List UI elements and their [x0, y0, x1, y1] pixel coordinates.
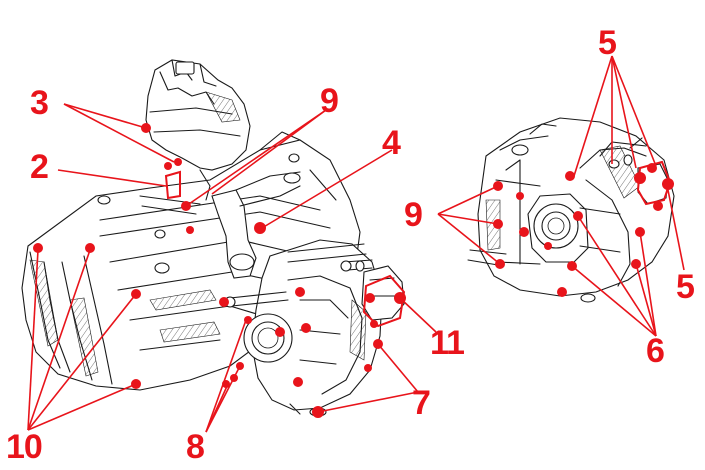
bolt-marker — [516, 192, 524, 200]
leader-line — [571, 265, 657, 337]
leader-line — [185, 109, 327, 207]
bolt-marker — [85, 243, 95, 253]
bolt-marker — [174, 158, 182, 166]
bolt-marker — [662, 178, 674, 190]
main-gearbox-drawing — [21, 59, 405, 417]
bolt-marker — [365, 293, 375, 303]
leader-line — [667, 189, 685, 271]
leader-line — [437, 213, 501, 265]
bolt-marker — [275, 327, 285, 337]
callout-9-left: 9 — [320, 82, 339, 120]
leader-line — [261, 149, 393, 229]
bolt-marker — [33, 243, 43, 253]
leader-line — [399, 297, 437, 333]
bolt-marker — [565, 171, 575, 181]
bolt-marker — [364, 364, 372, 372]
leader-line — [577, 215, 657, 337]
leader-line — [573, 55, 613, 177]
leader-line — [317, 391, 419, 413]
bolt-marker — [544, 242, 552, 250]
leader-line — [63, 103, 175, 163]
callout-8: 8 — [186, 428, 205, 466]
bolt-marker — [557, 287, 567, 297]
leader-line — [437, 213, 499, 225]
bolt-marker — [653, 201, 663, 211]
leader-line — [205, 319, 247, 433]
leader-line — [205, 383, 229, 433]
leader-line — [27, 249, 91, 431]
callout-5-top: 5 — [598, 24, 617, 62]
leader-line — [635, 263, 657, 337]
bolt-marker — [370, 320, 378, 328]
leader-line — [639, 231, 657, 337]
callout-2: 2 — [30, 148, 49, 186]
leader-line — [211, 109, 327, 195]
leader-line — [27, 383, 137, 431]
leader-line — [27, 293, 137, 431]
leader-line — [611, 55, 657, 167]
highlight-actuator — [362, 274, 406, 328]
leader-line — [611, 55, 637, 169]
leader-line — [57, 169, 167, 187]
bolt-marker — [164, 162, 172, 170]
leader-line — [27, 249, 39, 431]
callout-3: 3 — [30, 84, 49, 122]
callout-7: 7 — [412, 384, 431, 422]
bolt-marker — [301, 323, 311, 333]
bolt-marker — [254, 222, 266, 234]
highlight-actuator-right — [636, 160, 672, 206]
callout-5-right: 5 — [676, 268, 695, 306]
leader-lines — [27, 55, 685, 433]
bolt-marker — [293, 377, 303, 387]
bolt-marker — [519, 227, 529, 237]
callout-10: 10 — [6, 428, 43, 466]
leader-line — [437, 185, 499, 215]
callout-9-right: 9 — [404, 196, 423, 234]
leader-line — [63, 103, 147, 129]
highlight-bracket — [164, 170, 181, 200]
bolt-marker — [186, 226, 194, 234]
callout-11: 11 — [430, 324, 465, 362]
leader-line — [377, 343, 419, 393]
side-cover-drawing — [467, 117, 675, 303]
bolt-marker — [219, 297, 229, 307]
bolt-marker — [295, 287, 305, 297]
callout-4: 4 — [382, 124, 401, 162]
callout-6: 6 — [646, 332, 665, 370]
